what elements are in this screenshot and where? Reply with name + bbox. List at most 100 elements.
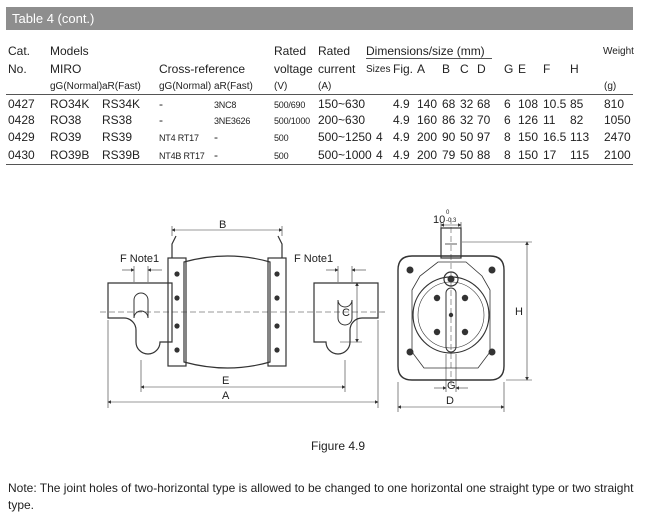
cap-screws: [174, 271, 280, 353]
header-gg-normal: gG(Normal): [50, 81, 103, 92]
dimensions-underline: [366, 58, 492, 59]
cell-G: 8: [504, 130, 511, 144]
header-ar-fast-2: aR(Fast): [214, 81, 253, 92]
dim-label-tol-upper: 0: [446, 210, 450, 216]
cell-D: 88: [477, 148, 491, 162]
cell-voltage: 500/690: [274, 100, 306, 110]
cell-model-gg: RO38: [50, 113, 82, 127]
header-cat: Cat.: [8, 44, 31, 58]
cell-current: 500~1250: [318, 130, 372, 144]
cell-B: 68: [442, 97, 456, 111]
cell-cat: 0427: [8, 97, 35, 111]
header-C: C: [460, 62, 469, 76]
header-ar-fast: aR(Fast): [102, 81, 141, 92]
cell-A: 140: [417, 97, 438, 111]
cell-model-ar: RS38: [102, 113, 133, 127]
dim-label-10: 10: [433, 214, 445, 226]
cell-size: 4: [376, 130, 383, 144]
cell-model-gg: RO39B: [50, 148, 90, 162]
header-miro: MIRO: [50, 62, 82, 76]
header-volt-unit: (V): [274, 81, 288, 92]
cell-B: 79: [442, 148, 456, 162]
cell-B: 86: [442, 113, 456, 127]
header-sizes: Sizes: [366, 64, 391, 75]
cell-voltage: 500: [274, 133, 289, 143]
table-title-banner: Table 4 (cont.): [6, 7, 633, 30]
cell-E: 150: [518, 148, 539, 162]
cell-C: 32: [460, 113, 474, 127]
cell-current: 500~1000: [318, 148, 372, 162]
cell-C: 50: [460, 130, 474, 144]
cell-weight: 810: [604, 97, 625, 111]
cell-voltage: 500/1000: [274, 116, 310, 126]
cell-A: 160: [417, 113, 438, 127]
header-fig: Fig.: [393, 62, 414, 76]
dim-label-tol-lower: -0.3: [446, 218, 457, 224]
cell-H: 85: [570, 97, 584, 111]
header-B: B: [442, 62, 451, 76]
header-D: D: [477, 62, 486, 76]
header-rated-2: Rated: [318, 44, 351, 58]
cell-voltage: 500: [274, 151, 289, 161]
table-bottom-rule: [6, 164, 633, 165]
header-F: F: [543, 62, 551, 76]
cell-G: 6: [504, 97, 511, 111]
header-A: A: [417, 62, 426, 76]
cell-model-ar: RS39: [102, 130, 133, 144]
cell-cross-gg: -: [159, 97, 163, 111]
header-E: E: [518, 62, 527, 76]
cell-G: 8: [504, 148, 511, 162]
front-screws: [406, 266, 496, 356]
cell-H: 82: [570, 113, 584, 127]
dim-label-B: B: [219, 219, 226, 231]
cell-cat: 0429: [8, 130, 35, 144]
cell-model-ar: RS39B: [102, 148, 141, 162]
dim-label-A: A: [222, 390, 230, 402]
cell-size: 4: [376, 148, 383, 162]
cell-D: 68: [477, 97, 491, 111]
header-no: No.: [8, 62, 27, 76]
cell-G: 6: [504, 113, 511, 127]
fuse-side-view: [100, 226, 386, 408]
cell-model-gg: RO34K: [50, 97, 90, 111]
header-dimensions: Dimensions/size (mm): [366, 44, 485, 58]
cell-E: 150: [518, 130, 539, 144]
cell-F: 16.5: [543, 130, 567, 144]
header-models: Models: [50, 44, 89, 58]
figure-caption: Figure 4.9: [311, 439, 366, 453]
cell-D: 97: [477, 130, 491, 144]
dim-label-E: E: [222, 375, 229, 387]
header-weight: Weight: [603, 46, 634, 57]
cell-current: 150~630: [318, 97, 366, 111]
cell-cross-ar: 3NC8: [214, 100, 237, 110]
cell-cross-gg: NT4 RT17: [159, 133, 199, 143]
cell-D: 70: [477, 113, 491, 127]
dim-label-F-right: F Note1: [294, 253, 333, 265]
header-rule: [6, 94, 633, 95]
cell-fig: 4.9: [393, 113, 410, 127]
cell-fig: 4.9: [393, 130, 410, 144]
header-voltage: voltage: [274, 62, 313, 76]
fuse-front-view: [397, 218, 532, 412]
cell-C: 50: [460, 148, 474, 162]
footnote: Note: The joint holes of two-horizontal …: [8, 481, 634, 512]
dim-label-C: C: [342, 307, 350, 319]
cell-F: 17: [543, 148, 557, 162]
dim-label-H: H: [515, 306, 523, 318]
header-current: current: [318, 62, 356, 76]
cell-cross-gg: NT4B RT17: [159, 151, 205, 161]
cell-A: 200: [417, 148, 438, 162]
cell-cross-ar: 3NE3626: [214, 116, 251, 126]
cell-weight: 1050: [604, 113, 631, 127]
cell-cat: 0430: [8, 148, 35, 162]
header-gg-normal-2: gG(Normal): [159, 81, 212, 92]
cell-H: 113: [570, 130, 590, 144]
header-H: H: [570, 62, 579, 76]
cell-weight: 2470: [604, 130, 631, 144]
cell-E: 126: [518, 113, 539, 127]
dim-label-D: D: [446, 395, 454, 407]
cell-B: 90: [442, 130, 456, 144]
header-G: G: [504, 62, 514, 76]
cell-A: 200: [417, 130, 438, 144]
